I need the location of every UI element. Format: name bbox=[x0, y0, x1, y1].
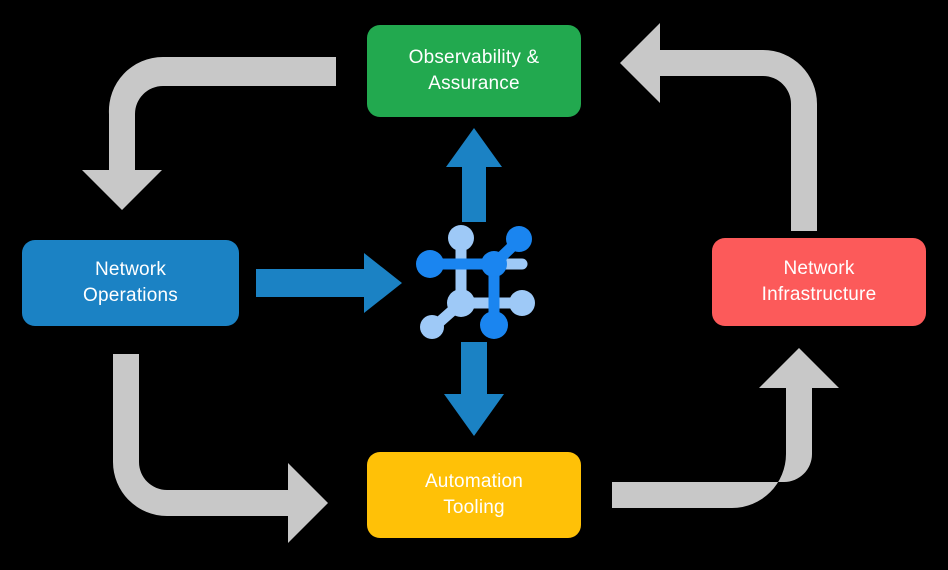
node-label-observability: Observability & Assurance bbox=[408, 47, 540, 94]
arrow-observability-to-operations bbox=[82, 56, 336, 210]
arrow-operations-to-center bbox=[256, 253, 402, 313]
node-box-network-infrastructure[interactable]: Network Infrastructure bbox=[712, 238, 926, 326]
arrow-automation-to-infrastructure bbox=[612, 348, 839, 508]
node-label-network-operations: Network Operations bbox=[83, 259, 178, 306]
node-box-automation-tooling[interactable]: Automation Tooling bbox=[367, 452, 581, 538]
node-box-network-operations[interactable]: Network Operations bbox=[22, 240, 239, 326]
network-mesh-icon bbox=[416, 225, 535, 339]
arrow-center-to-automation bbox=[444, 342, 504, 436]
node-box-observability[interactable]: Observability & Assurance bbox=[367, 25, 581, 117]
arrow-center-to-observability bbox=[446, 128, 502, 222]
node-label-network-infrastructure: Network Infrastructure bbox=[761, 258, 877, 305]
node-label-automation-tooling: Automation Tooling bbox=[424, 471, 524, 518]
arrow-operations-to-automation bbox=[113, 354, 328, 543]
arrow-infrastructure-to-observability bbox=[620, 23, 817, 231]
